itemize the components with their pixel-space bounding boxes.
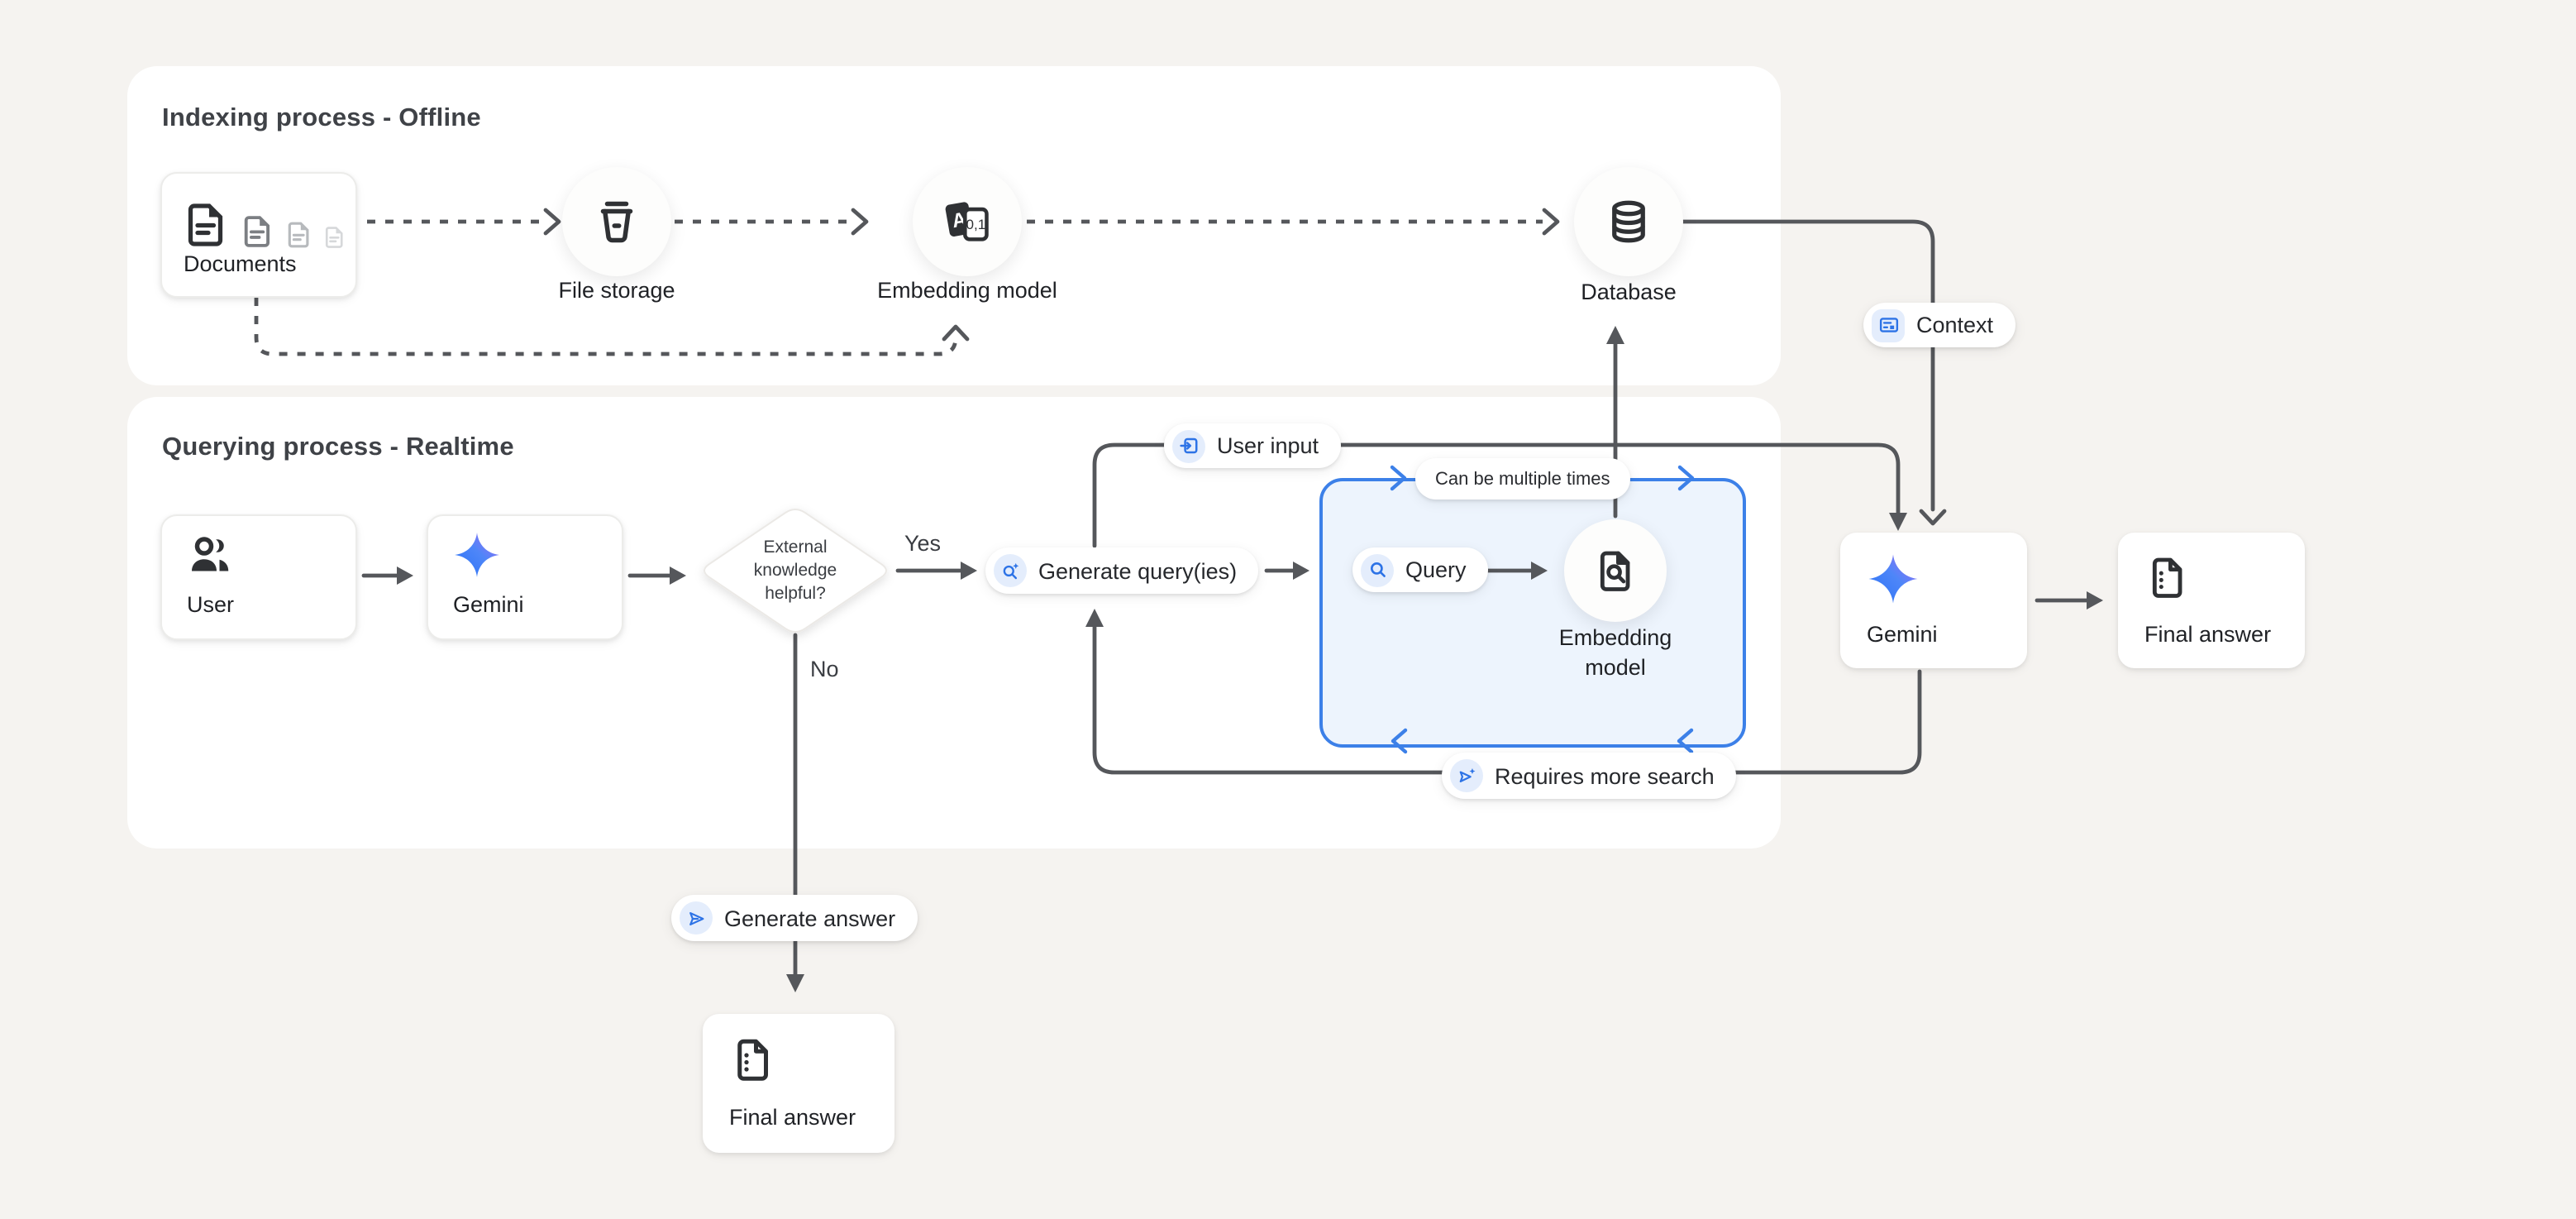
file-storage-label: File storage: [558, 278, 675, 303]
generate-queries-label: Generate query(ies): [1038, 558, 1238, 583]
can-multiple-pill: Can be multiple times: [1415, 458, 1630, 500]
generate-answer-pill: Generate answer: [671, 895, 918, 941]
decision-text: External knowledge helpful?: [753, 538, 837, 604]
final-answer-bottom-card: Final answer: [703, 1014, 894, 1153]
gemini-card: Gemini: [427, 514, 623, 640]
file-storage-node: [562, 167, 671, 276]
final-answer-doc-icon: [2152, 557, 2182, 598]
search-icon: [1370, 562, 1385, 577]
database-node: [1574, 167, 1683, 276]
embedding-model-label: Embedding model: [877, 278, 1057, 303]
send-icon: [689, 911, 704, 925]
search-spark-chip: [994, 554, 1027, 587]
document-icon: [244, 216, 270, 247]
final-answer-label: Final answer: [2144, 622, 2272, 647]
indexing-title: Indexing process - Offline: [162, 104, 481, 132]
generate-queries-pill: Generate query(ies): [985, 547, 1259, 594]
send-chip: [680, 901, 713, 935]
documents-card: Documents: [160, 172, 357, 298]
requires-more-search-label: Requires more search: [1495, 763, 1715, 788]
embedding-model-icon: A 0,1: [945, 202, 989, 241]
gemini-icon: [1868, 554, 1918, 604]
query-embedding-label-line2: model: [1585, 655, 1646, 680]
querying-title: Querying process - Realtime: [162, 433, 514, 461]
database-label: Database: [1581, 280, 1677, 304]
send-spark-icon: [1458, 767, 1475, 782]
gemini-output-label: Gemini: [1867, 622, 1938, 647]
can-multiple-label: Can be multiple times: [1435, 469, 1610, 489]
requires-more-search-pill: Requires more search: [1442, 753, 1736, 799]
yes-label: Yes: [904, 531, 942, 556]
input-chip: [1172, 429, 1205, 462]
documents-label: Documents: [184, 251, 297, 276]
send-spark-chip: [1450, 759, 1483, 792]
context-label: Context: [1916, 313, 1994, 337]
document-icon: [288, 222, 309, 248]
generate-answer-label: Generate answer: [724, 906, 896, 930]
user-icon: [192, 537, 229, 571]
search-spark-icon: [1002, 562, 1018, 579]
gemini-label: Gemini: [453, 592, 524, 617]
document-icon: [188, 203, 223, 246]
gemini-icon: [455, 533, 499, 577]
user-card: User: [160, 514, 357, 640]
query-loop-box: [1319, 478, 1746, 748]
context-icon: [1878, 318, 1898, 332]
user-input-label: User input: [1217, 433, 1319, 458]
user-input-pill: User input: [1164, 423, 1341, 468]
input-icon: [1179, 437, 1197, 454]
database-icon: [1612, 200, 1645, 243]
user-label: User: [187, 592, 235, 617]
context-chip: [1872, 308, 1905, 342]
no-label: No: [810, 657, 839, 681]
document-search-icon: [1599, 550, 1629, 590]
query-embedding-node: [1564, 519, 1667, 622]
query-embedding-label-line1: Embedding: [1558, 625, 1672, 650]
search-chip: [1361, 553, 1394, 586]
final-answer-bottom-label: Final answer: [729, 1105, 856, 1130]
final-answer-doc-icon: [737, 1039, 768, 1081]
svg-text:0,1: 0,1: [966, 217, 986, 232]
context-pill: Context: [1863, 303, 2015, 347]
file-storage-icon: [600, 201, 633, 243]
context-arrowhead: [1919, 509, 1947, 526]
query-label: Query: [1405, 557, 1467, 582]
query-pill: Query: [1352, 547, 1488, 592]
final-answer-card: Final answer: [2118, 533, 2305, 668]
embedding-model-node: A 0,1: [913, 167, 1022, 276]
document-icon: [325, 227, 343, 248]
gemini-output-card: Gemini: [1840, 533, 2027, 668]
